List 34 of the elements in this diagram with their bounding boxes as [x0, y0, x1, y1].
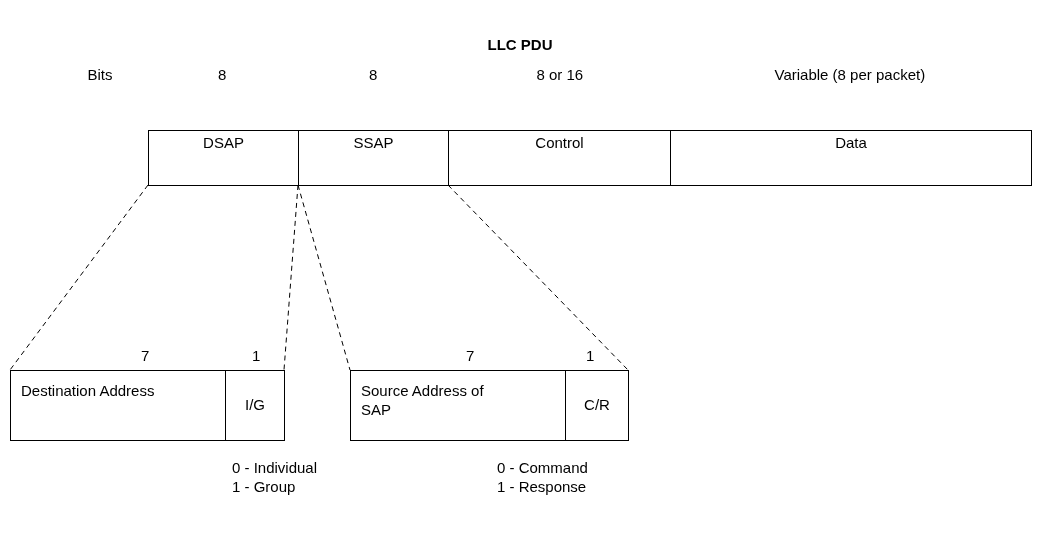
field-name: SSAP	[352, 133, 395, 152]
field-name: I/G	[244, 395, 266, 414]
dashed-expansion-line	[447, 184, 629, 371]
bit-count: 1	[586, 347, 595, 365]
field-name: Control	[534, 133, 585, 152]
value-note: 0 - Command	[497, 459, 588, 477]
field-name: C/R	[583, 395, 611, 414]
field-box	[670, 130, 1032, 186]
field-box	[225, 370, 285, 441]
value-note: 1 - Response	[497, 478, 587, 496]
row-label: Bits	[87, 66, 113, 84]
value-note: 0 - Individual	[232, 459, 318, 477]
field-box	[350, 370, 566, 441]
field-name: Destination Address	[21, 381, 156, 400]
dashed-expansion-line	[9, 184, 149, 371]
field-box	[565, 370, 629, 441]
bit-count: 7	[141, 347, 150, 365]
field-name: Data	[834, 133, 868, 152]
bit-count: 7	[466, 347, 475, 365]
field-box	[148, 130, 299, 186]
field-name: DSAP	[202, 133, 245, 152]
value-note: 1 - Group	[232, 478, 296, 496]
bit-count: 8	[369, 66, 378, 84]
field-name: Source Address of SAP	[361, 381, 485, 419]
dashed-expansion-line	[297, 184, 351, 371]
bit-count: 8	[218, 66, 227, 84]
dashed-expansion-line	[283, 184, 299, 371]
bit-count: Variable (8 per packet)	[774, 66, 926, 84]
field-box	[448, 130, 671, 186]
diagram-title: LLC PDU	[486, 36, 554, 54]
field-box	[298, 130, 449, 186]
bit-count: 1	[252, 347, 261, 365]
field-box	[10, 370, 226, 441]
bit-count: 8 or 16	[536, 66, 584, 84]
